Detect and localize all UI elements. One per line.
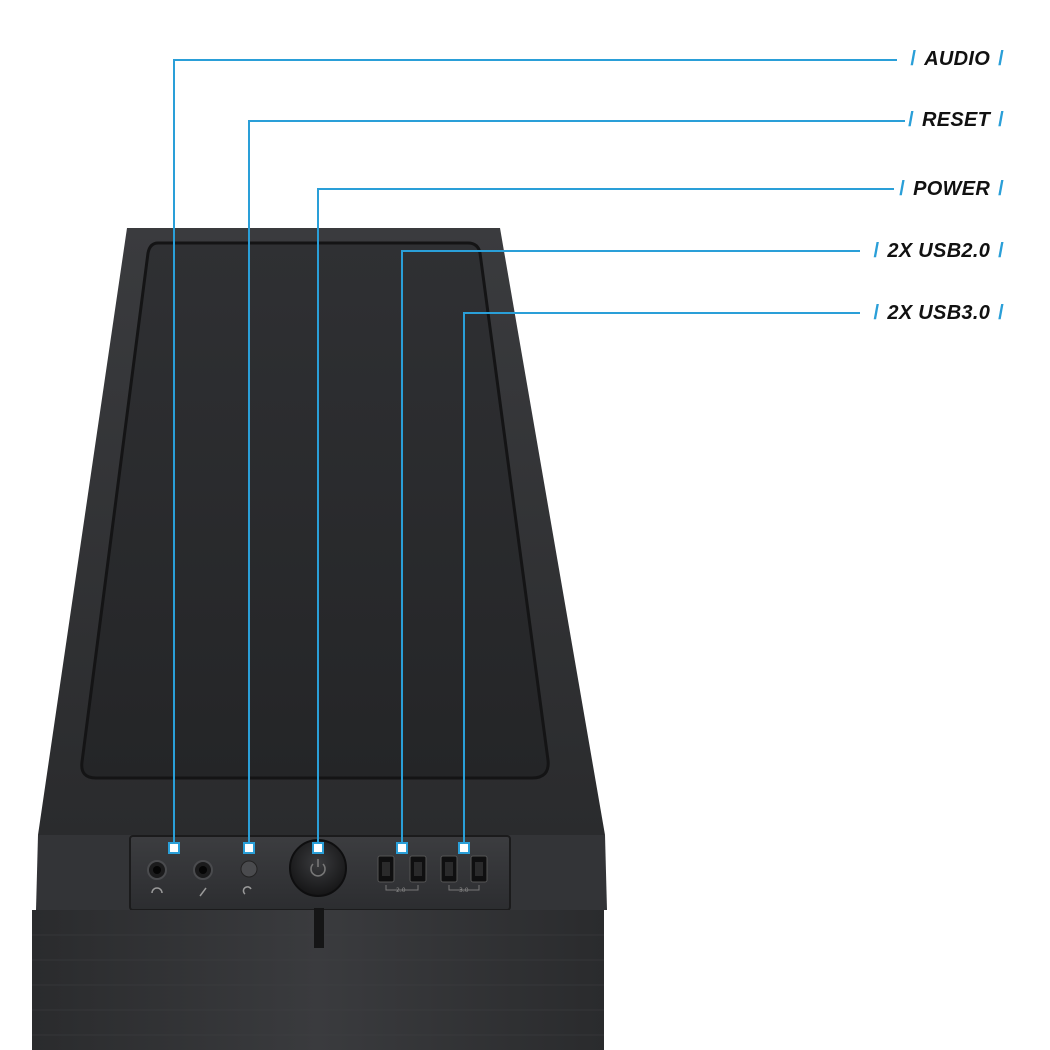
callout-label-power: /POWER/	[899, 178, 1004, 200]
callout-marker-usb2	[396, 842, 408, 854]
usb2-bracket	[385, 885, 419, 891]
reset-button[interactable]	[240, 860, 258, 878]
reset-icon	[242, 886, 252, 895]
callout-label-audio: /AUDIO/	[910, 48, 1004, 70]
microphone-jack[interactable]	[193, 860, 213, 880]
callout-label-usb2: /2X USB2.0/	[873, 240, 1004, 262]
callout-text-power: POWER	[913, 178, 991, 200]
usb2-port-2[interactable]	[409, 855, 427, 883]
usb2-group-label: 2.0	[396, 887, 406, 894]
callout-text-audio: AUDIO	[924, 48, 991, 70]
callout-text-usb2: 2X USB2.0	[887, 240, 991, 262]
callout-text-usb3: 2X USB3.0	[887, 302, 991, 324]
usb3-port-2[interactable]	[470, 855, 488, 883]
top-panel	[80, 241, 550, 780]
headphone-jack[interactable]	[147, 860, 167, 880]
usb2-port-1[interactable]	[377, 855, 395, 883]
callout-line-usb2	[401, 250, 860, 849]
callout-line-audio	[173, 59, 897, 849]
usb3-group-label: 3.0	[459, 887, 469, 894]
door-handle	[314, 908, 324, 948]
callout-marker-usb3	[458, 842, 470, 854]
callout-line-power	[317, 188, 894, 849]
power-icon	[310, 859, 326, 877]
callout-marker-power	[312, 842, 324, 854]
callout-marker-audio	[168, 842, 180, 854]
usb3-bracket	[448, 885, 480, 891]
headphone-icon	[151, 887, 163, 894]
callout-text-reset: RESET	[921, 109, 991, 131]
callout-label-reset: /RESET/	[908, 109, 1004, 131]
callout-label-usb3: /2X USB3.0/	[873, 302, 1004, 324]
callout-line-reset	[248, 120, 905, 849]
microphone-icon	[199, 887, 207, 897]
callout-line-usb3	[463, 312, 860, 849]
callout-marker-reset	[243, 842, 255, 854]
usb3-port-1[interactable]	[440, 855, 458, 883]
